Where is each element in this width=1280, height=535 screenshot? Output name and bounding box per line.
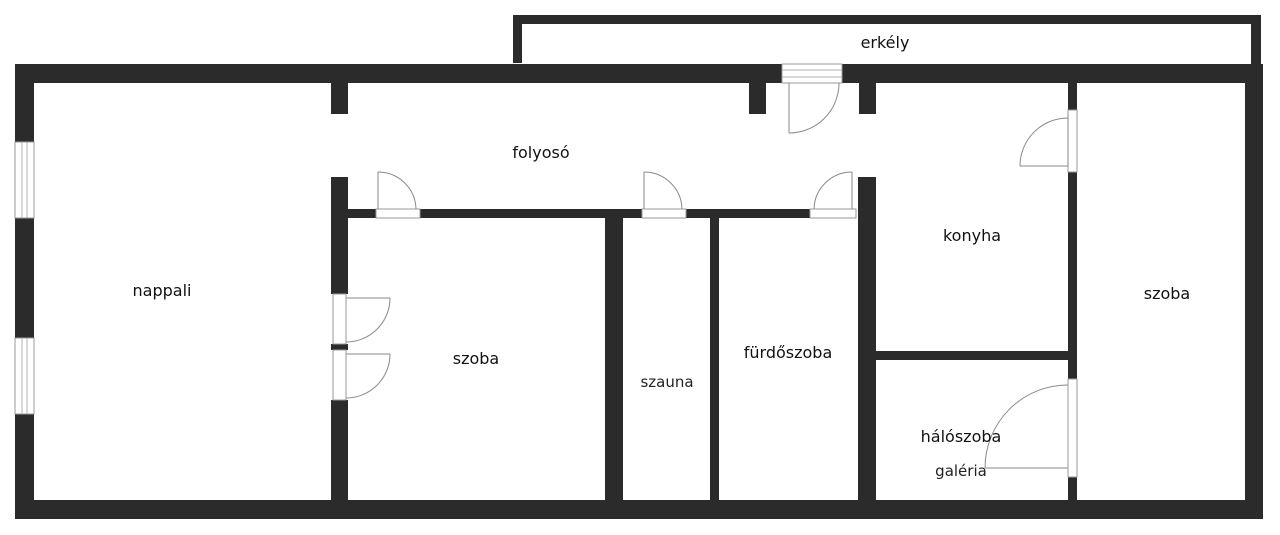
label-sauna: szauna [640,373,693,391]
window-left-upper [14,141,35,219]
label-gallery: galéria [935,462,987,480]
right-room-partition [1068,80,1077,510]
door-bathroom [809,171,857,219]
balcony-outline [513,15,1261,69]
label-bedroom: hálószoba [921,427,1002,446]
outer-walls [15,64,1263,519]
sauna-walls [605,218,719,510]
door-sauna [641,171,687,219]
door-middle-room [375,171,421,219]
corridor-bottom-wall [348,209,810,218]
label-bathroom: fürdőszoba [744,343,833,362]
label-room-right: szoba [1144,284,1190,303]
window-left-lower [14,337,35,415]
living-room-partition [331,177,348,510]
label-room-middle: szoba [453,349,499,368]
double-door-living-room [332,293,391,401]
label-balcony: erkély [861,33,910,52]
corridor-wall-stubs [331,80,876,114]
door-kitchen-right-room [1019,109,1078,173]
balcony-door [781,63,843,134]
label-corridor: folyosó [512,143,569,162]
label-living-room: nappali [133,281,192,300]
label-kitchen: konyha [943,226,1001,245]
kitchen-left-wall [858,177,876,510]
door-bedroom-right-room [984,378,1078,478]
bedroom-top-wall [876,351,1076,360]
